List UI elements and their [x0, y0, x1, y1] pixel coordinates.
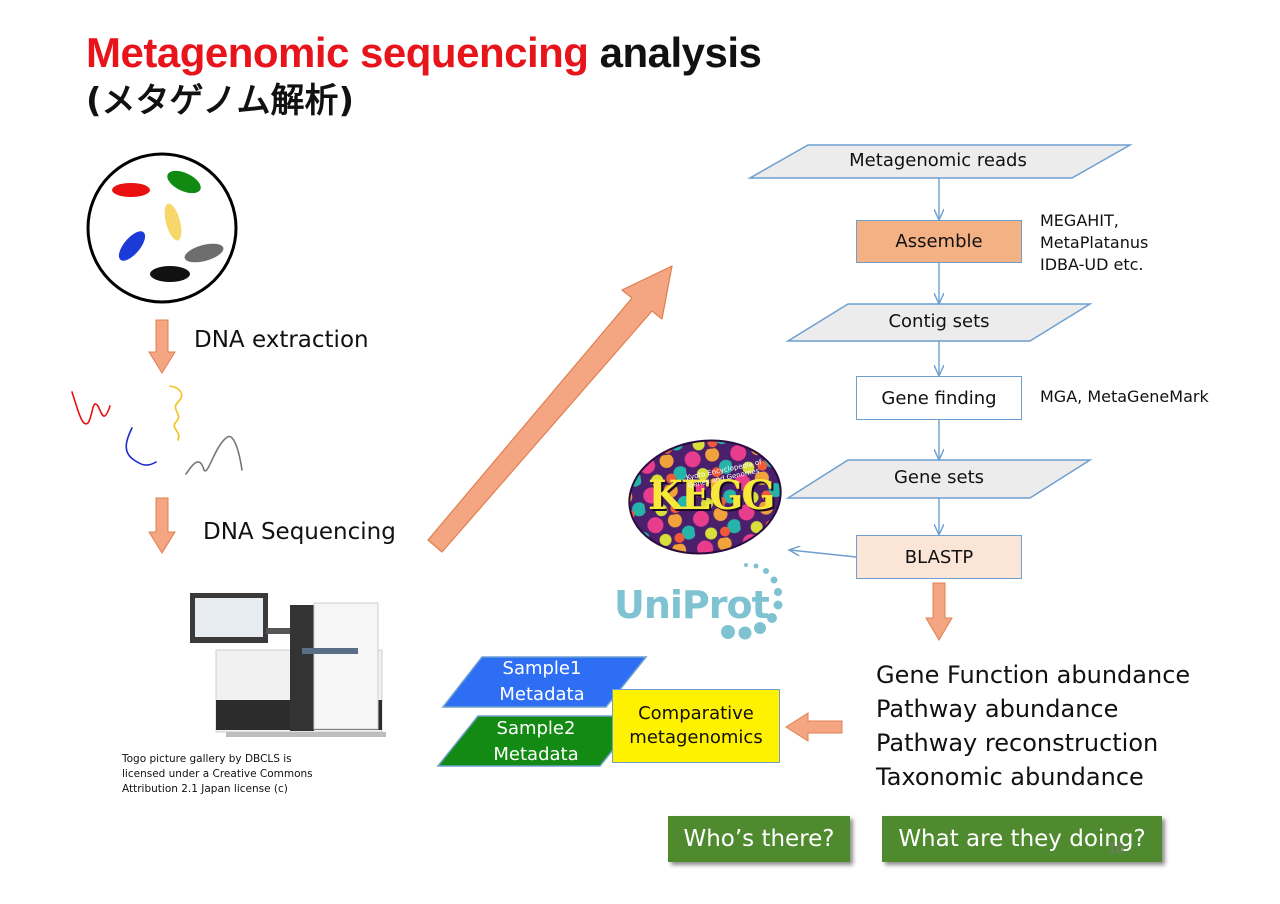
comparative-label-2: metagenomics: [629, 727, 763, 748]
gene-finding-label: Gene finding: [881, 387, 997, 409]
dna-extraction-label: DNA extraction: [194, 327, 369, 353]
contigs-parallelogram: [785, 303, 1093, 342]
page-title: Metagenomic sequencing analysis: [86, 28, 762, 78]
sample2-parallelogram: [436, 715, 642, 767]
comparative-metagenomics-box: Comparative metagenomics: [612, 689, 780, 763]
result-item: Taxonomic abundance: [876, 763, 1144, 791]
sample2-label: Sample2 Metadata: [474, 716, 598, 768]
results-list: Gene Function abundance Pathway abundanc…: [876, 658, 1190, 794]
assemble-label: Assemble: [895, 231, 983, 252]
image-credit: Togo picture gallery by DBCLS is license…: [122, 753, 313, 795]
uniprot-text: UniProt: [614, 583, 770, 627]
title-highlight: Metagenomic sequencing: [86, 29, 589, 76]
gene-finding-box: Gene finding: [856, 376, 1022, 420]
whos-there-button[interactable]: Who’s there?: [668, 816, 850, 862]
assemble-tool-2: MetaPlatanus: [1040, 233, 1149, 252]
assemble-tool-1: MEGAHIT,: [1040, 211, 1119, 230]
comparative-label-1: Comparative: [638, 703, 754, 724]
sample1-name: Sample1: [502, 658, 582, 679]
sample2-name: Sample2: [496, 718, 576, 739]
genesets-parallelogram: [785, 459, 1093, 499]
result-item: Pathway reconstruction: [876, 729, 1159, 757]
uniprot-logo: UniProt: [614, 583, 770, 627]
result-item: Pathway abundance: [876, 695, 1119, 723]
kegg-logo: [628, 439, 782, 555]
sample2-metadata: Metadata: [493, 744, 579, 765]
sequencing-arrow: [148, 497, 176, 554]
reads-parallelogram: [747, 144, 1133, 179]
page-number: 10: [1108, 842, 1125, 857]
big-diagonal-arrow: [427, 265, 673, 553]
flow-connectors: [790, 178, 939, 558]
sample1-metadata: Metadata: [499, 684, 585, 705]
comparative-arrow: [785, 712, 843, 742]
contigs-label: Contig sets: [888, 311, 990, 332]
gene-finding-tools: MGA, MetaGeneMark: [1040, 387, 1209, 406]
dna-fragments-icon: [71, 385, 243, 475]
kegg-letters: KEGG: [648, 472, 776, 519]
blastp-label: BLASTP: [904, 546, 974, 568]
assemble-box: Assemble: [856, 220, 1022, 263]
page-subtitle: (メタゲノム解析): [86, 81, 355, 121]
microbe-community-icon: [86, 152, 238, 304]
title-rest: analysis: [588, 29, 762, 76]
assemble-tools: MEGAHIT, MetaPlatanus IDBA-UD etc.: [1040, 210, 1148, 276]
sample1-label: Sample1 Metadata: [480, 656, 604, 708]
blastp-box: BLASTP: [856, 535, 1022, 579]
result-item: Gene Function abundance: [876, 661, 1191, 689]
gene-sets-label: Gene sets: [893, 467, 985, 488]
dna-sequencing-label: DNA Sequencing: [203, 519, 396, 545]
assemble-tool-3: IDBA-UD etc.: [1040, 255, 1144, 274]
sequencer-icon: [190, 593, 386, 737]
what-are-they-doing-button[interactable]: What are they doing?: [882, 816, 1162, 862]
sample1-parallelogram: [441, 656, 648, 708]
extraction-arrow: [148, 319, 176, 374]
reads-label: Metagenomic reads: [849, 150, 1027, 171]
results-arrow: [925, 582, 953, 641]
uniprot-dots-icon: [721, 563, 783, 640]
